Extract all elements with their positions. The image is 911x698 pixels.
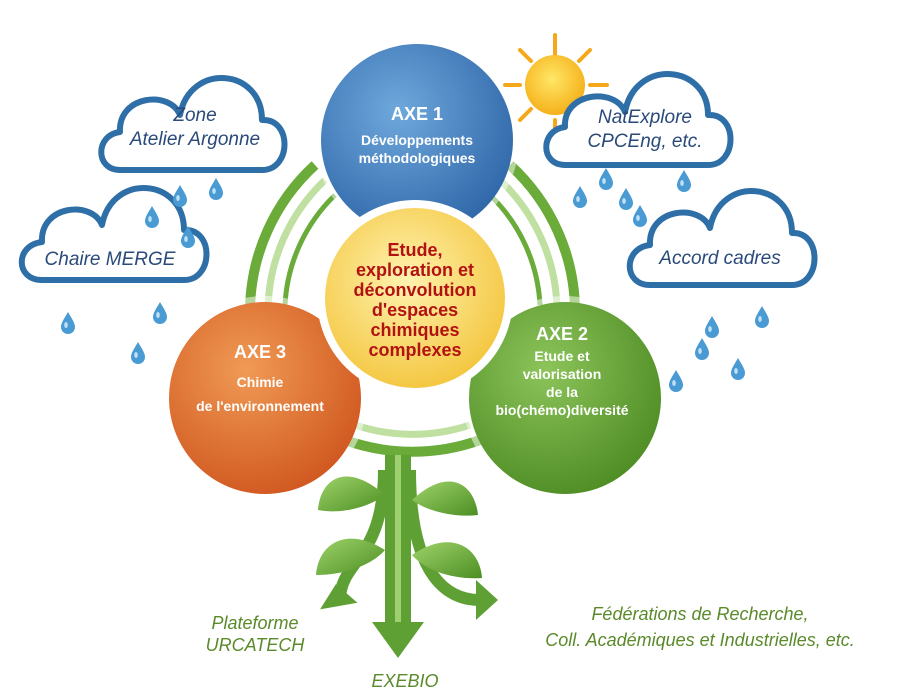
center-line-6: complexes — [368, 340, 462, 360]
axe2-circle — [469, 302, 661, 494]
axe3-line-1: Chimie — [236, 374, 284, 390]
cloud-zone-line-1: Zone — [173, 105, 217, 126]
center-line-3: déconvolution — [353, 280, 477, 300]
cloud-zone-label: Zone Atelier Argonne — [95, 104, 295, 152]
output-exebio-line-1: EXEBIO — [371, 671, 439, 691]
axe2-line-2: valorisation — [522, 366, 602, 382]
cloud-natexplore-label: NatExplore CPCEng, etc. — [545, 106, 745, 154]
arrow-icon — [372, 622, 424, 658]
center-circle — [325, 208, 505, 388]
axe2-title: AXE 2 — [535, 324, 589, 344]
ring-arcs — [245, 161, 580, 457]
center-line-5: chimiques — [370, 320, 460, 340]
axe2-line-1: Etude et — [534, 348, 590, 364]
axe3-label: AXE 3 Chimie de l'environnement — [160, 342, 360, 415]
axe1-title: AXE 1 — [390, 104, 444, 124]
cloud-icon — [18, 185, 210, 283]
cloud-icon — [98, 75, 288, 173]
output-plateforme-line-1: Plateforme — [211, 613, 299, 633]
output-federations-line-1: Fédérations de Recherche, — [591, 604, 809, 624]
arrow-icon — [320, 584, 358, 610]
plant-icon — [316, 455, 498, 658]
output-plateforme-label: Plateforme URCATECH — [180, 612, 330, 656]
center-line-4: d'espaces — [371, 300, 459, 320]
axe3-title: AXE 3 — [233, 342, 287, 362]
sun-icon — [503, 33, 609, 137]
cloud-natexplore-line-1: NatExplore — [598, 107, 692, 128]
cloud-icon — [543, 71, 734, 168]
axe1-label: AXE 1 Développements méthodologiques — [317, 104, 517, 167]
axe1-line-1: Développements — [360, 132, 474, 148]
cloud-chaire-line-1: Chaire MERGE — [44, 249, 176, 270]
cloud-chaire-label: Chaire MERGE — [20, 248, 200, 272]
center-line-1: Etude, — [387, 240, 443, 260]
output-plateforme-line-2: URCATECH — [205, 635, 305, 655]
axe2-line-3: de la — [546, 384, 578, 400]
axe2-label: AXE 2 Etude et valorisation de la bio(ch… — [462, 324, 662, 419]
cloud-natexplore-line-2: CPCEng, etc. — [587, 131, 703, 152]
output-federations-line-2: Coll. Académiques et Industrielles, etc. — [545, 630, 855, 650]
axe3-line-2: de l'environnement — [196, 398, 324, 414]
cloud-accord-line-1: Accord cadres — [659, 248, 781, 269]
output-exebio-label: EXEBIO — [350, 670, 460, 692]
axe1-line-2: méthodologiques — [358, 150, 476, 166]
arrow-icon — [476, 580, 498, 620]
cloud-zone-line-2: Atelier Argonne — [129, 129, 261, 150]
axe3-circle — [169, 302, 361, 494]
center-label: Etude, exploration et déconvolution d'es… — [325, 240, 505, 360]
cloud-icon — [626, 188, 818, 288]
output-federations-label: Fédérations de Recherche, Coll. Académiq… — [500, 603, 900, 651]
center-line-2: exploration et — [355, 260, 475, 280]
cloud-accord-label: Accord cadres — [625, 247, 815, 271]
axe1-circle — [321, 44, 513, 236]
axe2-line-4: bio(chémo)diversité — [495, 402, 629, 418]
